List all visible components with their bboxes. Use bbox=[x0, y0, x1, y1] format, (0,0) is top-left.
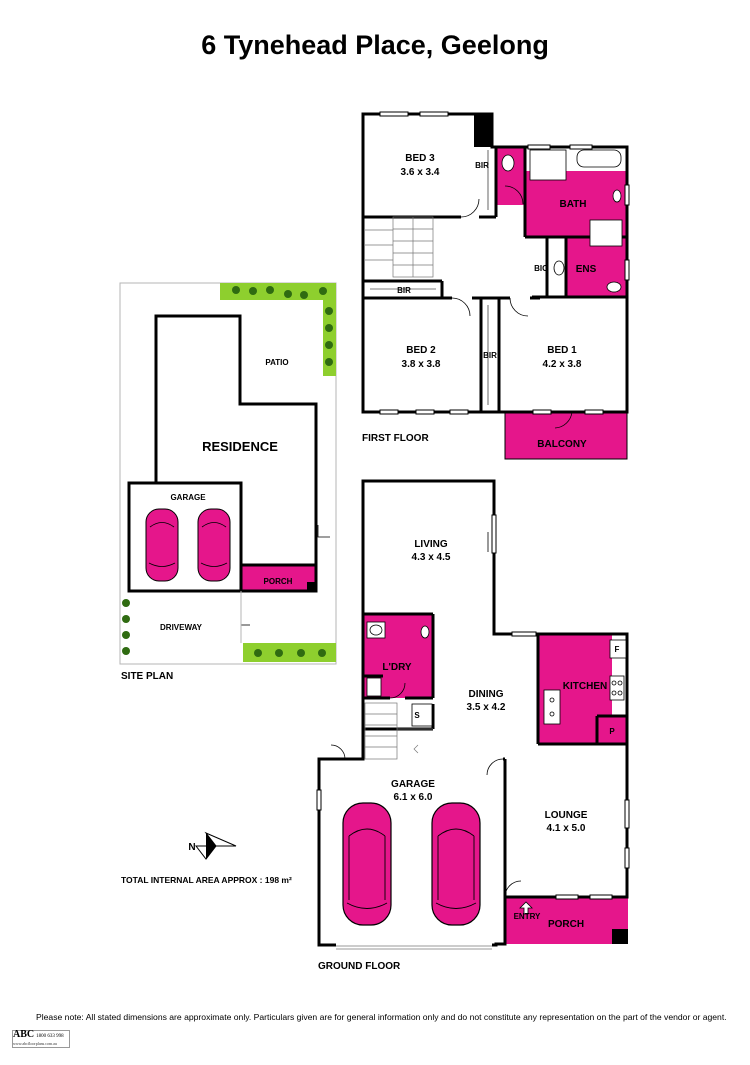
gf-windows bbox=[316, 514, 630, 900]
ff-balcony bbox=[504, 410, 628, 460]
first-floor-label: FIRST FLOOR bbox=[362, 433, 429, 444]
gf-living-name: LIVING bbox=[414, 539, 448, 550]
disclaimer: Please note: All stated dimensions are a… bbox=[36, 1012, 727, 1022]
ff-stairs bbox=[365, 216, 434, 278]
gf-fridge-label: F bbox=[615, 645, 620, 654]
ff-bath-label: BATH bbox=[559, 199, 586, 210]
page-title: 6 Tynehead Place, Geelong bbox=[201, 30, 549, 60]
gf-car-left bbox=[342, 802, 392, 926]
ff-bic-label: BIC bbox=[534, 264, 548, 273]
gf-stairs bbox=[364, 702, 433, 760]
site-door bbox=[317, 525, 330, 538]
gf-kitchen-label: KITCHEN bbox=[563, 681, 607, 692]
gf-porch-label: PORCH bbox=[548, 919, 584, 930]
ff-bed1-name: BED 1 bbox=[547, 345, 577, 356]
gf-pantry-label: P bbox=[609, 727, 615, 736]
site-plan-label: SITE PLAN bbox=[121, 671, 173, 682]
garden-bottom bbox=[243, 643, 336, 662]
first-floor: BED 3 3.6 x 3.4 BIR BATH ENS BIC BIR BIR… bbox=[361, 111, 630, 460]
site-porch bbox=[239, 563, 318, 593]
shrubs bbox=[122, 286, 333, 657]
site-residence-label: RESIDENCE bbox=[202, 439, 278, 454]
gf-dining-name: DINING bbox=[469, 689, 504, 700]
site-boundary bbox=[119, 282, 337, 665]
gf-car-right bbox=[431, 802, 481, 926]
ff-balcony-label: BALCONY bbox=[537, 439, 587, 450]
site-garage-label: GARAGE bbox=[170, 493, 206, 502]
gf-living-dims: 4.3 x 4.5 bbox=[412, 552, 451, 563]
ff-bed1-dims: 4.2 x 3.8 bbox=[543, 359, 582, 370]
gf-dining-dims: 3.5 x 4.2 bbox=[467, 702, 506, 713]
gf-laundry-label: L'DRY bbox=[382, 662, 412, 673]
entry-arrow-icon bbox=[519, 901, 533, 915]
site-garage-outline bbox=[127, 481, 243, 593]
site-side-gate bbox=[241, 624, 250, 626]
gf-storage-label: S bbox=[414, 711, 420, 720]
ff-bed2-dims: 3.8 x 3.8 bbox=[402, 359, 441, 370]
ff-windows bbox=[379, 111, 630, 415]
gf-lounge-dims: 4.1 x 5.0 bbox=[547, 823, 586, 834]
gf-porch-post bbox=[612, 929, 628, 944]
logo-url: www.abcfloorplans.com.au bbox=[13, 1041, 57, 1046]
ff-chimney bbox=[474, 114, 492, 147]
ff-bed2-name: BED 2 bbox=[406, 345, 436, 356]
gf-doors bbox=[330, 532, 522, 898]
ff-robe-rails bbox=[370, 150, 489, 405]
site-car-left bbox=[145, 508, 179, 582]
site-car-right bbox=[197, 508, 231, 582]
ff-doors bbox=[451, 185, 573, 429]
ff-bed3-name: BED 3 bbox=[405, 153, 435, 164]
site-patio-label: PATIO bbox=[265, 358, 288, 367]
logo-phone: 1800 633 998 bbox=[36, 1034, 64, 1039]
gf-garage-name: GARAGE bbox=[391, 779, 435, 790]
gf-pantry-fill bbox=[597, 716, 627, 744]
ff-interior-walls bbox=[361, 147, 627, 412]
site-driveway-label: DRIVEWAY bbox=[160, 623, 203, 632]
logo-brand: ABC bbox=[13, 1029, 35, 1040]
ff-bed3-dims: 3.6 x 3.4 bbox=[401, 167, 440, 178]
ff-fixtures bbox=[501, 149, 623, 293]
site-porch-corner bbox=[307, 582, 316, 591]
ff-bed1-bir-label: BIR bbox=[483, 351, 497, 360]
gf-lounge-name: LOUNGE bbox=[545, 810, 588, 821]
gf-fixtures bbox=[366, 621, 627, 727]
gf-garage-dims: 6.1 x 6.0 bbox=[394, 792, 433, 803]
site-plan: PATIO RESIDENCE GARAGE PORCH DRIVEWAY SI… bbox=[119, 282, 337, 682]
ff-ens-label-text: ENS bbox=[576, 264, 597, 275]
gf-garage-door bbox=[336, 945, 492, 950]
compass-north-label: N bbox=[188, 842, 195, 853]
ff-bed3-bir-label: BIR bbox=[475, 161, 489, 170]
ground-floor: LIVING 4.3 x 4.5 L'DRY DINING 3.5 x 4.2 … bbox=[316, 479, 630, 972]
total-area-label: TOTAL INTERNAL AREA APPROX : 198 m² bbox=[121, 875, 292, 885]
ground-floor-label: GROUND FLOOR bbox=[318, 961, 401, 972]
ff-bed2-bir-label: BIR bbox=[397, 286, 411, 295]
company-logo: ABC 1800 633 998 www.abcfloorplans.com.a… bbox=[12, 1030, 70, 1048]
compass: N bbox=[188, 831, 237, 860]
gf-entry-label: ENTRY bbox=[514, 912, 541, 921]
site-porch-label: PORCH bbox=[264, 577, 293, 586]
